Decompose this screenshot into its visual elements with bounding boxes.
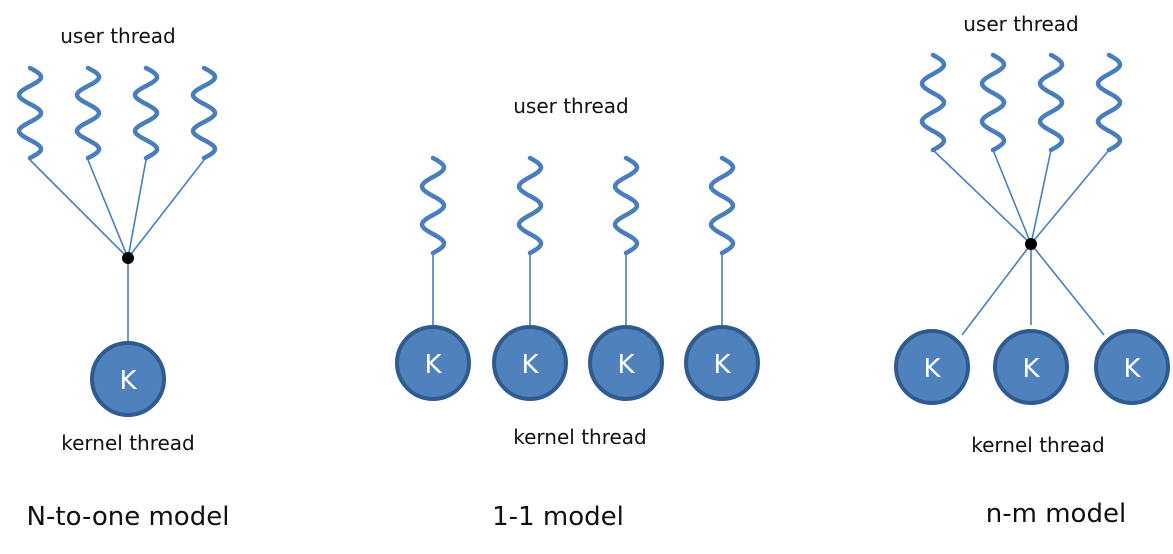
n-to-one-kernel-thread-1: K bbox=[90, 341, 166, 417]
kernel-circle bbox=[684, 325, 760, 401]
kernel-letter: K bbox=[923, 354, 941, 384]
n-m-user-thread-4 bbox=[1095, 52, 1123, 153]
n-m-kernel-thread-1: K bbox=[894, 329, 970, 405]
kernel-letter: K bbox=[617, 350, 635, 380]
one-to-one-user-thread-4 bbox=[708, 155, 736, 256]
kernel-circle bbox=[894, 329, 970, 405]
n-to-one-user-thread-4 bbox=[190, 65, 218, 161]
kernel-circle bbox=[90, 341, 166, 417]
n-m-upper-connectors bbox=[932, 149, 1110, 245]
n-to-one-model-title: N-to-one model bbox=[27, 502, 230, 532]
n-m-user-thread-2 bbox=[979, 52, 1007, 153]
kernel-circle bbox=[1094, 329, 1170, 405]
panel-n-to-one: user thread K kernel thread N-to-one mod… bbox=[16, 24, 230, 532]
one-to-one-user-thread-1 bbox=[419, 155, 447, 256]
one-to-one-kernel-thread-2: K bbox=[492, 325, 568, 401]
kernel-letter: K bbox=[1123, 354, 1141, 384]
n-to-one-connectors-line-1 bbox=[29, 159, 129, 259]
n-to-one-kernel-label: kernel thread bbox=[61, 431, 195, 455]
n-to-one-user-label: user thread bbox=[60, 24, 176, 48]
n-m-upper-connectors-line-1 bbox=[932, 149, 1032, 245]
panel-one-to-one: user thread K K K K kernel thread 1-1 mo… bbox=[395, 94, 760, 532]
n-to-one-connectors-line-3 bbox=[127, 159, 147, 259]
n-m-upper-connectors-line-3 bbox=[1030, 149, 1052, 245]
kernel-circle bbox=[492, 325, 568, 401]
n-to-one-user-thread-1 bbox=[16, 65, 44, 161]
panel-n-m: user thread K K K kernel thread n-m mode… bbox=[894, 12, 1170, 529]
one-to-one-model-title: 1-1 model bbox=[492, 502, 624, 532]
one-to-one-user-thread-2 bbox=[516, 155, 544, 256]
kernel-letter: K bbox=[521, 350, 539, 380]
n-m-upper-connectors-line-2 bbox=[992, 149, 1032, 245]
n-to-one-user-threads bbox=[16, 65, 218, 161]
n-m-lower-connectors-line-3 bbox=[1030, 243, 1105, 336]
n-m-user-threads bbox=[919, 52, 1123, 153]
n-m-model-title: n-m model bbox=[986, 499, 1126, 529]
n-m-kernel-label: kernel thread bbox=[971, 433, 1105, 457]
n-m-lower-connectors bbox=[961, 243, 1105, 336]
one-to-one-user-label: user thread bbox=[513, 94, 629, 118]
n-to-one-connectors-line-4 bbox=[127, 159, 205, 259]
kernel-circle bbox=[993, 329, 1069, 405]
n-m-user-thread-3 bbox=[1037, 52, 1065, 153]
one-to-one-kernel-label: kernel thread bbox=[513, 425, 647, 449]
n-m-kernel-thread-3: K bbox=[1094, 329, 1170, 405]
kernel-circle bbox=[395, 325, 471, 401]
kernel-letter: K bbox=[424, 350, 442, 380]
n-m-kernel-thread-2: K bbox=[993, 329, 1069, 405]
one-to-one-user-thread-3 bbox=[612, 155, 640, 256]
n-to-one-user-thread-2 bbox=[74, 65, 102, 161]
n-to-one-joint bbox=[122, 252, 134, 264]
kernel-circle bbox=[588, 325, 664, 401]
kernel-letter: K bbox=[713, 350, 731, 380]
n-m-user-label: user thread bbox=[963, 12, 1079, 36]
one-to-one-user-threads bbox=[419, 155, 736, 256]
n-to-one-user-thread-3 bbox=[132, 65, 160, 161]
kernel-letter: K bbox=[1022, 354, 1040, 384]
one-to-one-kernel-thread-3: K bbox=[588, 325, 664, 401]
n-m-upper-connectors-line-4 bbox=[1030, 149, 1110, 245]
n-to-one-connectors-line-2 bbox=[87, 159, 129, 259]
n-m-lower-connectors-line-1 bbox=[961, 243, 1032, 336]
n-to-one-connectors bbox=[29, 159, 205, 259]
kernel-letter: K bbox=[119, 366, 137, 396]
one-to-one-kernel-thread-1: K bbox=[395, 325, 471, 401]
one-to-one-kernel-thread-4: K bbox=[684, 325, 760, 401]
n-m-user-thread-1 bbox=[919, 52, 947, 153]
n-m-joint bbox=[1025, 238, 1037, 250]
